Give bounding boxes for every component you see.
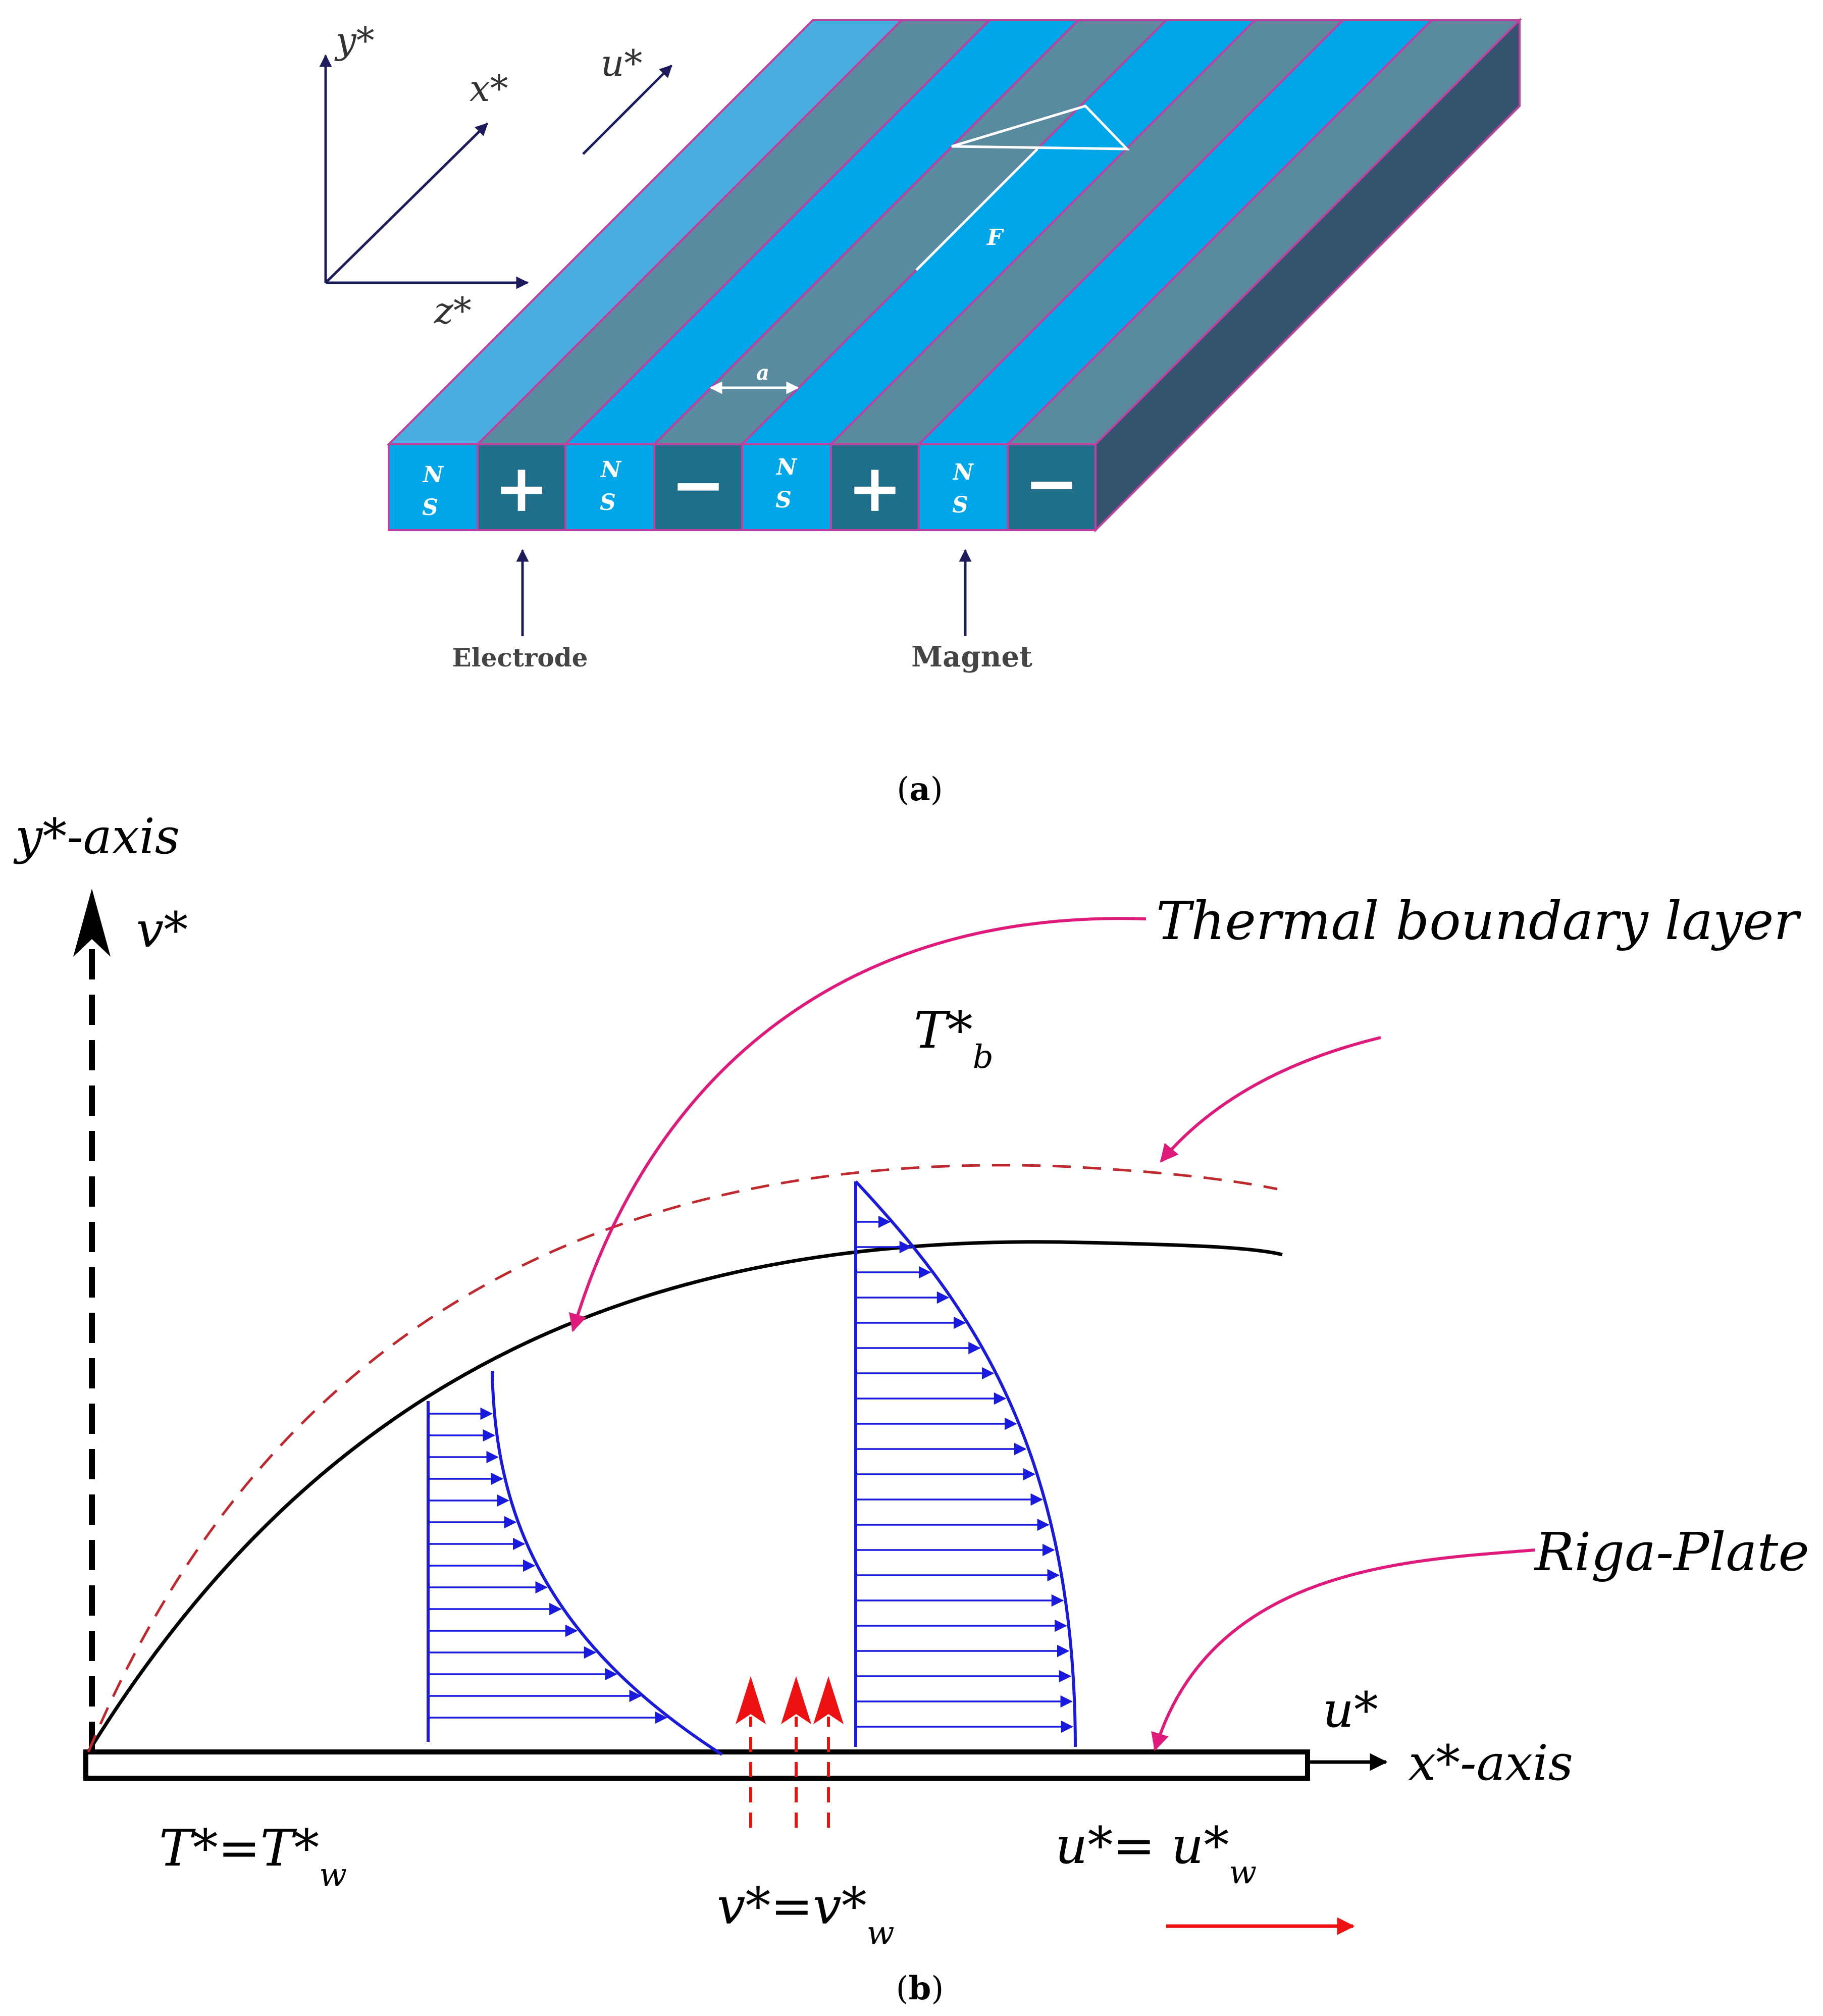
component-pointers (516, 549, 972, 636)
electrode-strip-front (653, 443, 743, 531)
y-axis-arrowhead (73, 889, 111, 957)
x-axis-arrow (325, 123, 488, 284)
wall-velocity-label: u*= u*w (1055, 1816, 1257, 1891)
suction-arrowhead-1 (736, 1676, 766, 1724)
profile-1-arrows (428, 1407, 668, 1724)
tb-main: T* (914, 1001, 973, 1060)
u-velocity-label: u* (1323, 1682, 1378, 1738)
profile-2-envelope (854, 1180, 1077, 1747)
svg-text:T*=T*w: T*=T*w (159, 1819, 347, 1894)
magnet-label: Magnet (911, 640, 1032, 674)
flow-velocity-label: u* (601, 42, 642, 84)
thermal-boundary-layer-label: Thermal boundary layer (1156, 890, 1801, 952)
suction-velocity (736, 1676, 844, 1828)
magnet-strip-front (918, 443, 1009, 531)
profile-1-envelope (491, 1370, 723, 1756)
pointer-arrows (569, 917, 1535, 1751)
magnet-south-label: S (952, 492, 968, 518)
electrode-label: Electrode (452, 643, 588, 673)
electrode-strip-front (830, 443, 920, 531)
riga-plate-block (386, 18, 1522, 533)
magnet-strip-front (388, 443, 479, 531)
electrode-sign-label: − (671, 446, 726, 523)
magnet-south-label: S (422, 495, 438, 521)
riga-plate (83, 1749, 1310, 1781)
thermal-layer-pointer-1 (569, 917, 1147, 1332)
suction-arrowhead-3 (813, 1676, 844, 1724)
panel-b: y*-axis v* x*-axis u* (13, 808, 1809, 2007)
profile-2-arrows (856, 1215, 1074, 1733)
strip-labels: N S + N S − N S + N S − (422, 444, 1079, 527)
flow-direction-arrow (582, 65, 672, 155)
thermal-layer-pointer-2 (1160, 1036, 1381, 1163)
magnet-north-label: N (775, 454, 798, 480)
magnet-south-label: S (600, 490, 616, 515)
panel-b-caption: (b) (896, 1970, 944, 2007)
ambient-temperature-label: T*b (914, 1001, 994, 1076)
svg-text:T*b: T*b (914, 1001, 994, 1076)
electrode-strip-front (477, 443, 566, 531)
y-axis-arrow-b (73, 889, 111, 1752)
panel-a: y* x* z* u* N (319, 18, 1522, 808)
tb-sub: b (973, 1039, 994, 1076)
force-label: F (986, 225, 1004, 250)
force-vector (709, 105, 1130, 394)
electrode-strip-front (1007, 443, 1097, 531)
y-axis-label: y* (334, 19, 375, 62)
velocity-profile-2 (854, 1180, 1077, 1747)
velocity-profile-1 (427, 1370, 723, 1756)
magnet-strip-front (741, 443, 832, 531)
riga-plate-label: Riga-Plate (1534, 1521, 1809, 1583)
panel-a-letter: a (909, 770, 930, 808)
force-triangle (951, 105, 1130, 150)
electrode-sign-label: − (1024, 444, 1079, 522)
tw-main: T*=T* (159, 1819, 319, 1878)
x-axis-label: x* (470, 67, 508, 110)
wall-temperature-label: T*=T*w (159, 1819, 347, 1894)
force-line (915, 148, 1038, 271)
velocity-boundary-layer-curve (87, 1240, 1283, 1753)
uw-sub: w (1229, 1854, 1257, 1891)
vw-main: v*=v* (717, 1877, 867, 1936)
magnet-strip-front (564, 443, 655, 531)
thermal-boundary-layer-curve (87, 1164, 1278, 1752)
y-axis-title: y*-axis (13, 808, 180, 865)
electrode-sign-label: + (494, 449, 549, 527)
svg-text:v*=v*w: v*=v*w (717, 1877, 895, 1952)
suction-arrowhead-2 (781, 1676, 811, 1724)
x-axis-title: x*-axis (1409, 1735, 1573, 1791)
spacing-label: a (756, 361, 769, 385)
magnet-north-label: N (952, 459, 974, 485)
vw-sub: w (867, 1915, 895, 1952)
tw-sub: w (319, 1856, 347, 1894)
uw-main: u*= u* (1055, 1816, 1229, 1875)
svg-text:u*= u*w: u*= u*w (1055, 1816, 1257, 1891)
z-axis-label: z* (434, 289, 472, 332)
suction-velocity-label: v*=v*w (717, 1877, 895, 1952)
coordinate-axes (319, 54, 672, 289)
v-velocity-label: v* (136, 902, 188, 958)
electrode-sign-label: + (848, 449, 903, 527)
magnet-north-label: N (422, 462, 444, 488)
magnet-north-label: N (600, 457, 622, 483)
panel-b-letter: b (909, 1970, 931, 2007)
magnet-south-label: S (775, 487, 792, 513)
panel-a-caption: (a) (897, 770, 943, 808)
riga-plate-pointer (1151, 1548, 1535, 1751)
